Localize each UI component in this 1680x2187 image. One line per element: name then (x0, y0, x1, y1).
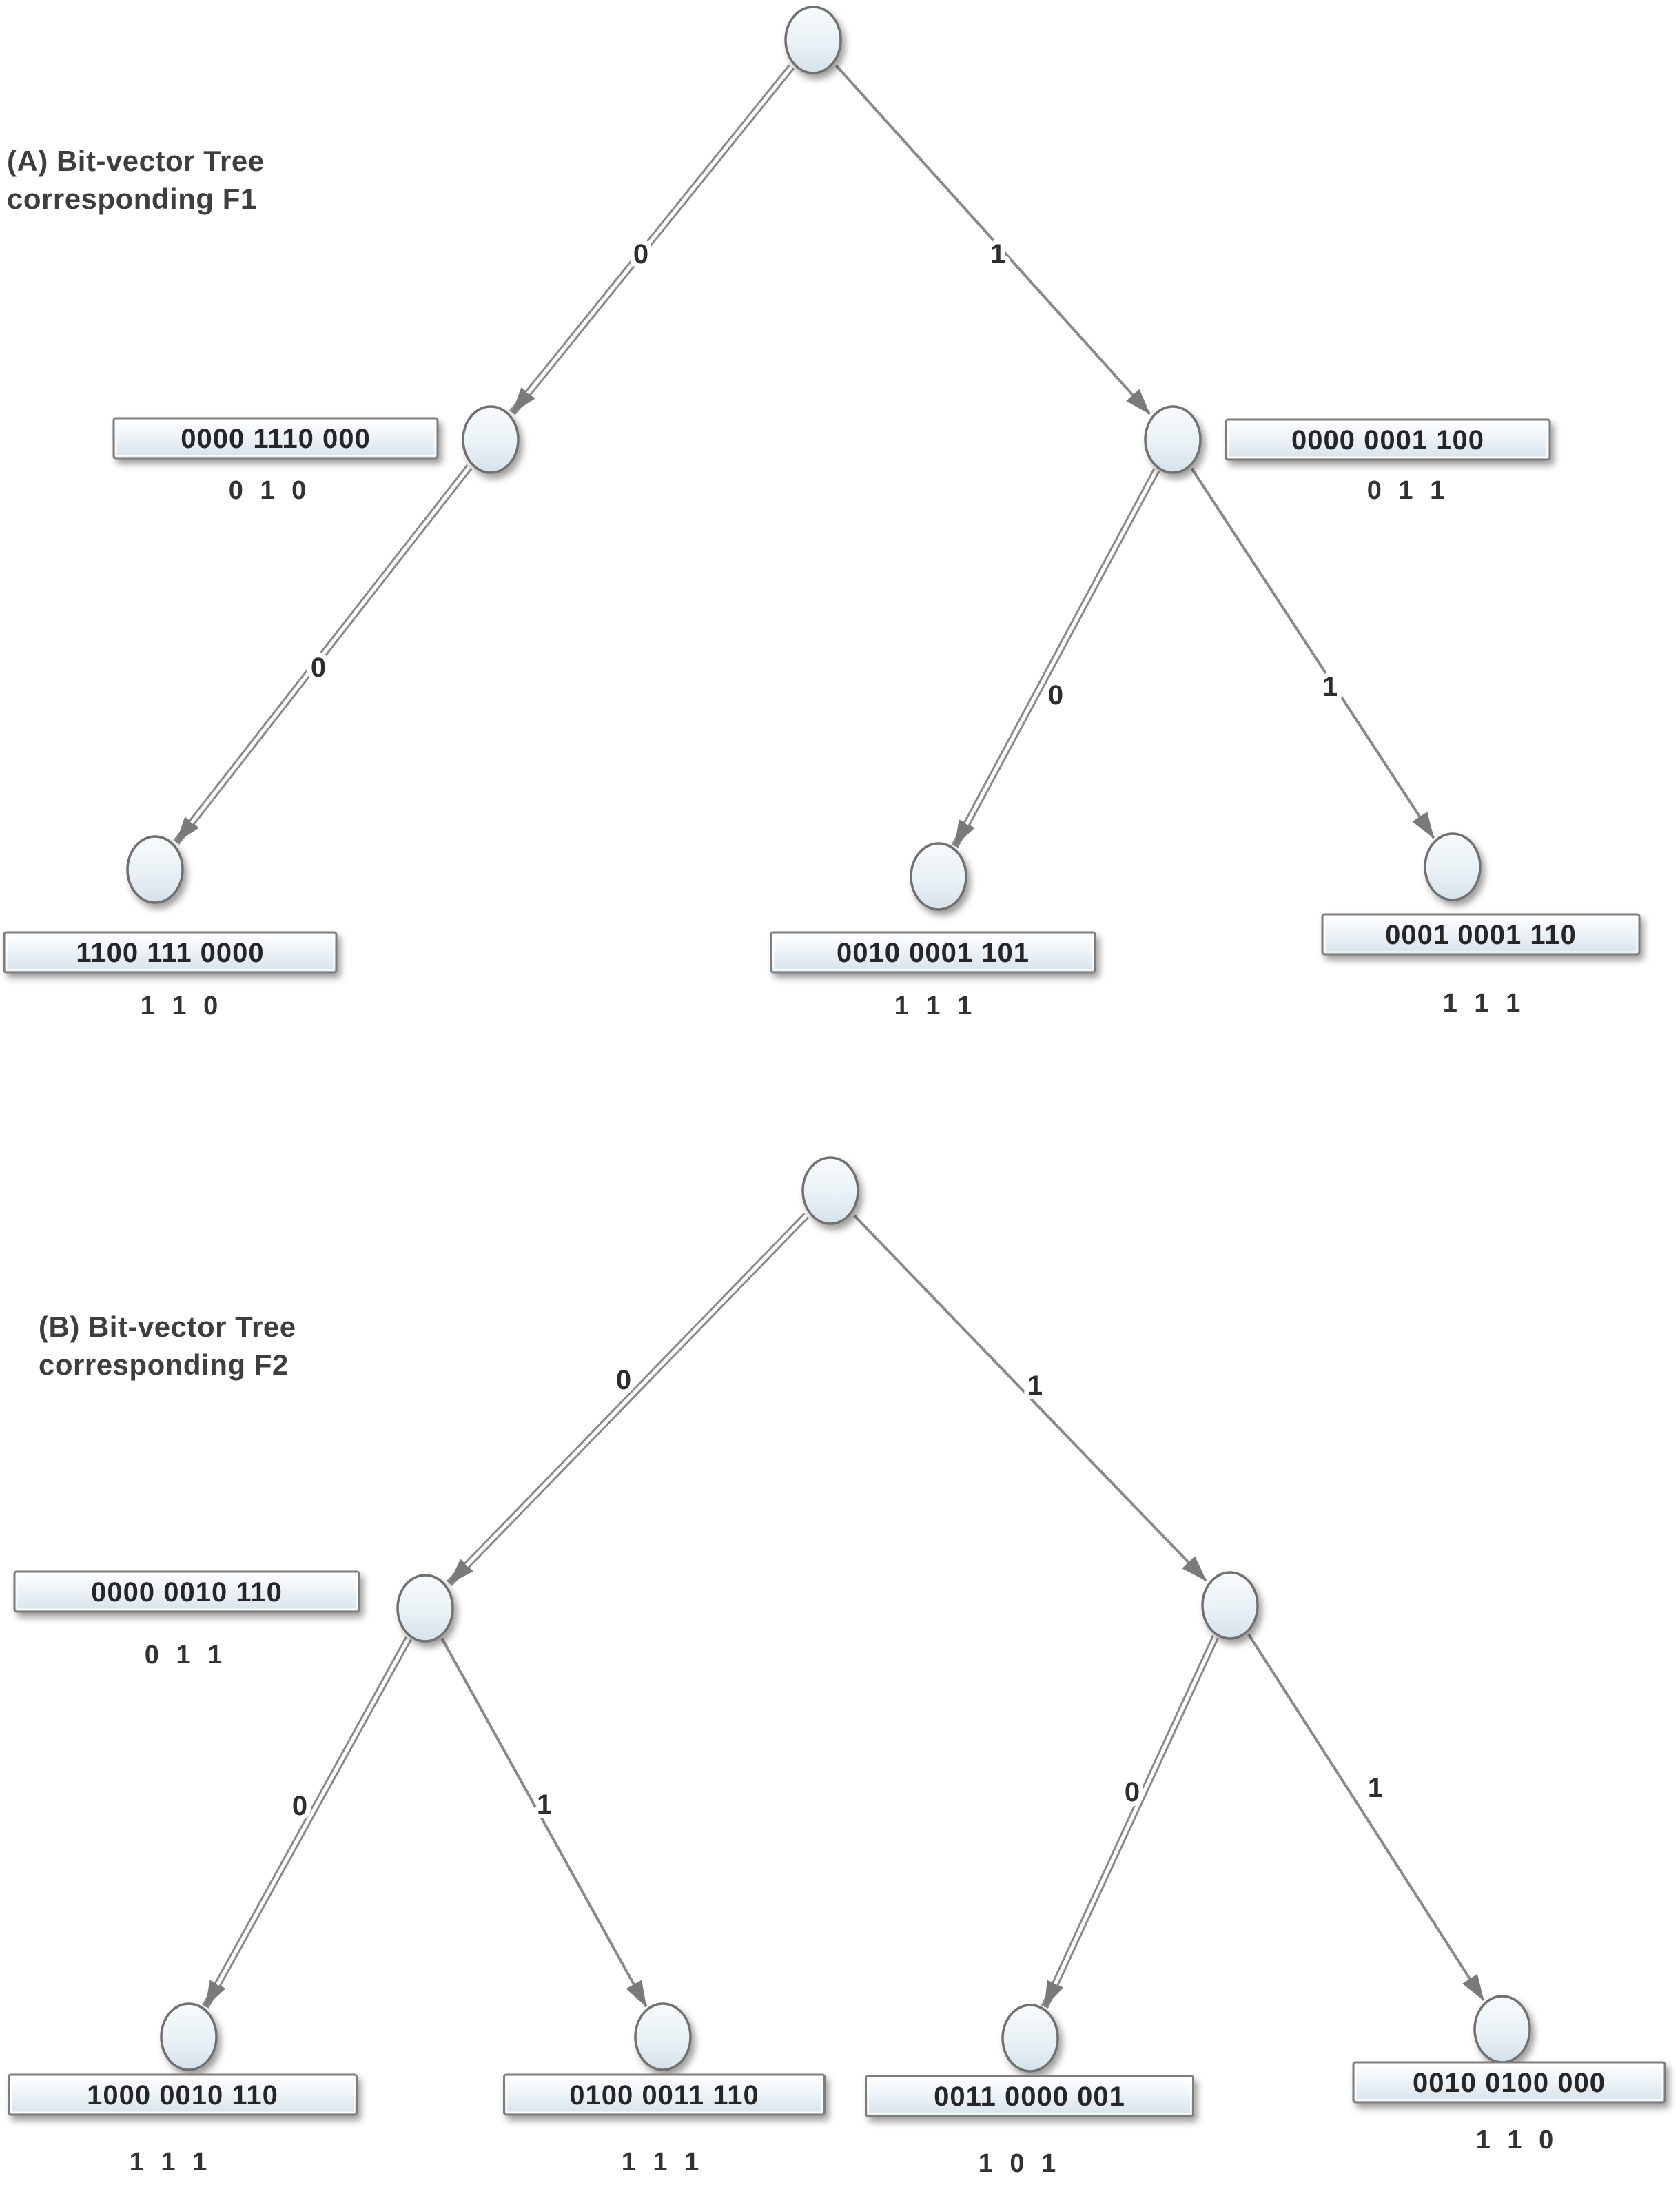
tree-node (396, 1574, 454, 1643)
bitvector-box-text: 0001 0001 110 (1385, 920, 1577, 950)
edge-label: 0 (292, 1791, 307, 1821)
tree-b-title: (B) Bit-vector Tree corresponding F2 (39, 1308, 296, 1384)
edge-label: 1 (537, 1789, 552, 1820)
bitvector-box-inner-border (6, 934, 335, 971)
tree-node (784, 6, 842, 74)
tree-b-title-line1: (B) Bit-vector Tree (39, 1311, 296, 1343)
bitvector-box-text: 0100 0011 110 (569, 2080, 759, 2111)
bitvector-box: 0000 0001 100 (1225, 418, 1551, 461)
bitvector-box: 0010 0001 101 (770, 931, 1096, 974)
tree-node (462, 405, 520, 474)
tree-node (1473, 1995, 1531, 2064)
tree-edge-gap (465, 1214, 808, 1568)
bitvector-box-text: 1000 0010 110 (87, 2080, 278, 2111)
edge-label: 0 (1125, 1777, 1140, 1807)
tree-edge-gap (526, 65, 793, 395)
bitvector-bits-label: 1 1 0 (1476, 2126, 1557, 2155)
bitvector-bits-label: 0 1 0 (229, 476, 309, 505)
tree-node (126, 835, 184, 904)
bitvector-box-bg (1225, 418, 1551, 461)
bitvector-bits-label: 1 1 1 (622, 2148, 702, 2177)
bitvector-box: 0010 0100 000 (1352, 2061, 1666, 2104)
bitvector-box-text: 0000 0001 100 (1291, 425, 1484, 455)
bitvector-box-text: 1100 111 0000 (76, 938, 264, 968)
edge-label: 0 (311, 653, 326, 683)
bitvector-box-text: 0000 0010 110 (91, 1577, 283, 1608)
tree-node (1144, 405, 1202, 474)
tree-a-title-line1: (A) Bit-vector Tree (7, 145, 265, 177)
bitvector-box: 1100 111 0000 (3, 931, 338, 974)
edge-label: 1 (1368, 1773, 1383, 1803)
edge-label: 0 (616, 1365, 631, 1395)
bitvector-box: 0100 0011 110 (503, 2073, 826, 2116)
tree-node (910, 842, 967, 911)
tree-node (1001, 2004, 1059, 2073)
bitvector-box-inner-border (772, 934, 1094, 971)
tree-b-title-line2: corresponding F2 (39, 1348, 289, 1381)
bitvector-box-bg (1352, 2061, 1666, 2104)
bitvector-box: 1000 0010 110 (8, 2073, 358, 2116)
bitvector-bits-label: 1 0 1 (979, 2149, 1059, 2178)
edge-label: 1 (1027, 1370, 1043, 1401)
tree-node (160, 2002, 218, 2071)
bitvector-box-bg (13, 1570, 360, 1613)
bitvector-box-inner-border (10, 2076, 355, 2113)
bitvector-box-inner-border (506, 2076, 823, 2113)
bitvector-bits-label: 1 1 1 (130, 2148, 210, 2177)
bitvector-box-inner-border (115, 420, 436, 457)
bitvector-box-inner-border (1324, 916, 1638, 953)
bitvector-box-bg (503, 2073, 826, 2116)
tree-edge-gap (189, 465, 471, 824)
bitvector-box: 0000 0010 110 (13, 1570, 360, 1613)
bitvector-box-text: 0000 1110 000 (181, 424, 371, 454)
tree-node (801, 1156, 859, 1225)
bitvector-box-inner-border (868, 2077, 1191, 2115)
bitvector-bits-label: 1 1 1 (1443, 989, 1524, 1018)
tree-edge (853, 1214, 1207, 1582)
bitvector-box: 0001 0001 110 (1321, 913, 1641, 956)
bitvector-bits-label: 1 1 0 (141, 992, 221, 1020)
bitvector-box-text: 0010 0100 000 (1413, 2068, 1606, 2098)
bitvector-box-bg (8, 2073, 358, 2116)
tree-edge (834, 64, 1151, 415)
bitvector-box-inner-border (1355, 2064, 1663, 2101)
tree-edge (1247, 1633, 1485, 2002)
bitvector-bits-label: 0 1 1 (1367, 476, 1448, 505)
bitvector-box-bg (3, 931, 338, 974)
bitvector-box-bg (1321, 913, 1641, 956)
tree-a-title-line2: corresponding F1 (7, 183, 257, 215)
bitvector-box-inner-border (1227, 421, 1548, 458)
bitvector-bits-label: 1 1 1 (894, 992, 975, 1020)
bitvector-tree-a: 0 1 0 0 1 0000 1110 000 0 1 0 0000 0001 100 0 1 … (3, 6, 1641, 1020)
bitvector-box-bg (770, 931, 1096, 974)
tree-node (1201, 1571, 1259, 1640)
edge-label: 0 (633, 239, 648, 269)
bitvector-box-inner-border (16, 1573, 358, 1610)
bitvector-box-bg (865, 2075, 1194, 2117)
tree-node (634, 2002, 692, 2071)
bitvector-box-text: 0011 0000 001 (934, 2082, 1125, 2112)
tree-a-title: (A) Bit-vector Tree corresponding F1 (7, 142, 265, 218)
tree-edge-gap (1053, 1636, 1218, 1985)
tree-edge (1190, 467, 1435, 839)
bitvector-tree-b: 0 1 0 1 0 1 0000 0010 110 0 1 1 1000 0010 110 1 1… (8, 1156, 1666, 2178)
tree-edge (440, 1637, 648, 2008)
tree-edge-gap (216, 1637, 411, 1986)
bitvector-box: 0011 0000 001 (865, 2075, 1194, 2117)
tree-node (1424, 832, 1482, 901)
edge-label: 1 (990, 239, 1005, 269)
bitvector-bits-label: 0 1 1 (145, 1641, 225, 1670)
edge-label: 1 (1322, 672, 1338, 702)
bitvector-box: 0000 1110 000 (112, 417, 439, 460)
tree-edge-gap (965, 469, 1158, 825)
bitvector-box-text: 0010 0001 101 (837, 938, 1029, 968)
edge-label: 0 (1048, 680, 1063, 710)
bitvector-box-bg (112, 417, 439, 460)
